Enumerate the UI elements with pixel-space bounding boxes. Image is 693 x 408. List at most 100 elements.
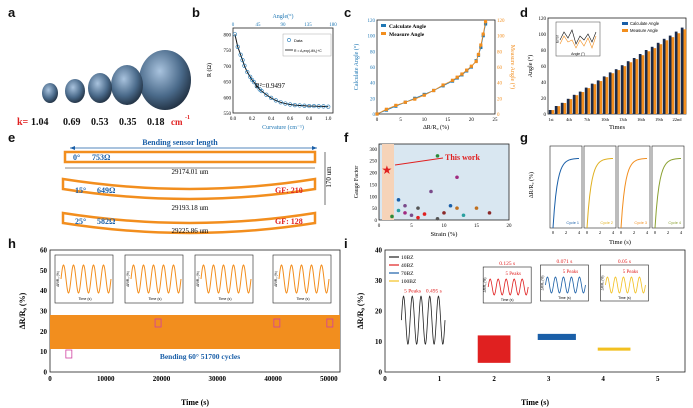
chart-c-xtick: 10 <box>422 118 428 123</box>
chart-i-peaks-label: 5 Peaks <box>563 270 578 275</box>
chart-c-xtick: 5 <box>399 118 402 123</box>
chart-h-zoom-marker <box>326 318 334 328</box>
chart-b-ylabel: R (Ω) <box>206 63 213 77</box>
chart-b-point <box>268 95 274 100</box>
row-2-res: 582Ω <box>97 217 116 226</box>
panel-label-h: h <box>8 236 16 251</box>
chart-f-point <box>455 206 459 210</box>
chart-b-point <box>326 104 331 109</box>
chart-c-xlabel: ΔR/R₀ (%) <box>423 124 449 131</box>
chart-d-bar-calc <box>596 80 600 114</box>
chart-b-xtick: 0.0 <box>230 117 237 122</box>
chart-d-xtick: 13th <box>619 117 628 122</box>
chart-b-point <box>316 104 321 109</box>
chart-b-point <box>238 52 243 57</box>
chart-c-ytick: 120 <box>368 19 376 24</box>
panel-label-b: b <box>192 5 200 20</box>
chart-i-inset-wave <box>545 276 586 294</box>
chart-h-ytick: 50 <box>40 267 48 275</box>
chart-c-xtick: 25 <box>493 118 499 123</box>
chart-c-y2tick: 80 <box>497 50 503 55</box>
chart-b-point <box>292 103 298 108</box>
chart-h-xlabel: Time (s) <box>181 398 209 407</box>
chart-d-bar-meas <box>653 48 657 115</box>
chart-d-bar-meas <box>587 88 591 114</box>
chart-g-subpanel <box>651 145 685 229</box>
chart-d-bar-calc <box>548 110 552 114</box>
thickness-label: 170 um <box>325 166 333 188</box>
chart-i-inset <box>600 264 649 302</box>
chart-h-ytick: 60 <box>40 247 48 255</box>
chart-i-ytick: 0 <box>379 369 383 377</box>
chart-h-xtick: 40000 <box>264 375 282 383</box>
chart-b-point <box>248 74 253 79</box>
k-value-1: 1.04 <box>31 117 49 128</box>
chart-h-xtick: 30000 <box>209 375 227 383</box>
chart-i-inset-xlabel: Time (s) <box>618 296 631 300</box>
chart-d-bar-calc <box>668 35 672 114</box>
chart-f-annotation: This work <box>445 153 480 162</box>
chart-f-xtick: 10 <box>442 224 448 229</box>
chart-d-bar-calc <box>602 76 606 114</box>
panel-e-bending: Bending sensor length 0° 753Ω 29174.01 u… <box>15 135 340 235</box>
chart-i-inset-wave <box>487 278 529 296</box>
chart-d-legend-meas: Measure Angle <box>630 28 659 33</box>
chart-f-point <box>390 214 394 219</box>
chart-h-inset-ylabel: ΔR/R₀ (%) <box>126 271 130 287</box>
chart-h-xtick: 10000 <box>97 375 115 383</box>
chart-d-bar-calc <box>566 98 570 114</box>
chart-h-annotation: Bending 60° 51700 cycles <box>160 352 240 361</box>
row-2-angle: 25° <box>75 217 86 226</box>
chart-d-bar-calc <box>662 38 666 114</box>
chart-c-point <box>476 52 481 57</box>
strip-0deg <box>63 150 317 164</box>
chart-h-xtick: 0 <box>48 375 52 383</box>
chart-g-cycle-curve <box>620 157 648 229</box>
panel-label-d: d <box>520 5 528 20</box>
chart-g-xlabel: Time (s) <box>609 239 631 246</box>
chart-h-zoom-marker <box>65 349 73 359</box>
chart-i-xtick: 5 <box>656 375 660 383</box>
chart-d-bar-calc <box>620 65 624 114</box>
chart-f-ytick: 100 <box>370 195 378 200</box>
chart-f-point <box>403 203 407 208</box>
chart-d-bar-meas <box>605 77 609 114</box>
k-prefix: k= <box>17 117 29 128</box>
chart-g-subpanel <box>583 145 617 229</box>
chart-d-bar-meas <box>665 40 669 114</box>
chart-h-inset <box>194 254 254 304</box>
chart-f-point <box>396 198 401 202</box>
chart-f-point <box>416 215 420 220</box>
coin-4 <box>65 79 85 103</box>
chart-b-x2tick: 180 <box>329 23 337 28</box>
chart-i-peaks-label: 5 Peaks <box>623 270 638 275</box>
chart-c-xtick: 20 <box>469 118 475 123</box>
chart-c-point <box>479 45 483 50</box>
k-value-4: 0.35 <box>119 117 137 128</box>
chart-d-ytick: 20 <box>541 97 547 102</box>
chart-i-ylabel: ΔR/R₀ (%) <box>356 292 365 329</box>
chart-c-point <box>469 64 473 68</box>
chart-h-inset <box>124 254 184 304</box>
chart-f-point <box>435 154 440 158</box>
chart-i-peaks-label-main: 5 Peaks <box>404 289 421 295</box>
chart-h-inset-xlabel: Time (s) <box>78 297 91 301</box>
chart-h-xtick: 20000 <box>153 375 171 383</box>
chart-c-y2tick: 40 <box>497 82 503 87</box>
chart-d-bar-meas <box>623 66 627 114</box>
chart-f-ytick: 50 <box>372 207 378 212</box>
chart-b-annotation: R²=0.9497 <box>255 82 285 90</box>
chart-f-xtick: 15 <box>474 224 480 229</box>
chart-i-signal-100bz <box>597 347 631 351</box>
chart-d-bar-calc <box>674 31 678 115</box>
chart-h-inset <box>54 254 114 304</box>
chart-d-bar-calc <box>560 102 564 114</box>
chart-g-xtick: 0 <box>552 230 555 235</box>
chart-c-y2label: Measure Angle (°) <box>509 45 516 89</box>
chart-d-bar-calc <box>680 27 684 115</box>
panel-label-f: f <box>344 130 349 145</box>
chart-d-bar-calc <box>656 42 660 114</box>
